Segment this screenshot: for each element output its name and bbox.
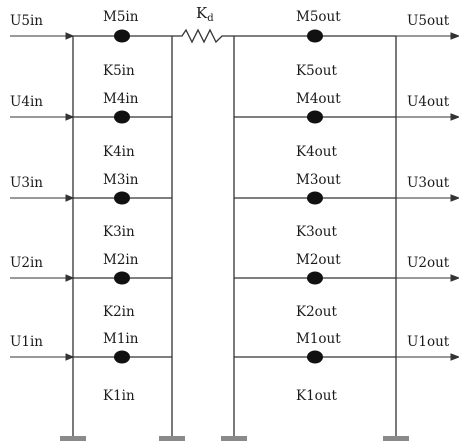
input-arrowhead-3 [65,194,75,202]
output-label-2: U2out [407,255,450,271]
mass-dot-left-2 [114,271,130,285]
output-arrowhead-2 [450,274,459,282]
mass-dot-right-5 [307,29,323,43]
stiffness-label-left-2: K2in [103,304,135,320]
mass-dot-right-4 [307,110,323,124]
input-arrowhead-5 [65,32,75,40]
mass-dot-right-1 [307,350,323,364]
ground-support-left-outer [60,436,86,441]
ground-support-left-inner [159,436,185,441]
mass-label-left-5: M5in [103,9,139,25]
stiffness-label-right-2: K2out [296,304,337,320]
damper-label: Kd [196,6,214,24]
input-label-2: U2in [10,255,43,271]
mass-dot-left-4 [114,110,130,124]
mass-dot-right-3 [307,191,323,205]
mass-dot-left-3 [114,191,130,205]
mass-dot-right-2 [307,271,323,285]
input-arrowhead-4 [65,113,75,121]
mass-label-right-2: M2out [296,252,341,268]
stiffness-label-right-5: K5out [296,63,337,79]
ground-support-right-outer [383,436,409,441]
input-arrowhead-2 [65,274,75,282]
ground-support-right-inner [221,436,247,441]
stiffness-label-left-1: K1in [103,388,135,404]
input-label-1: U1in [10,334,43,350]
input-label-4: U4in [10,94,43,110]
mass-dot-left-5 [114,29,130,43]
mass-label-right-5: M5out [296,9,341,25]
stiffness-label-left-3: K3in [103,224,135,240]
stiffness-label-right-3: K3out [296,224,337,240]
mass-label-left-4: M4in [103,91,139,107]
stiffness-label-right-4: K4out [296,144,337,160]
output-label-4: U4out [407,94,450,110]
mass-label-right-3: M3out [296,172,341,188]
output-arrowhead-3 [450,194,459,202]
output-arrowhead-4 [450,113,459,121]
stiffness-label-left-4: K4in [103,144,135,160]
mass-label-left-1: M1in [103,331,139,347]
input-label-3: U3in [10,175,43,191]
mass-label-left-2: M2in [103,252,139,268]
mass-label-left-3: M3in [103,172,139,188]
mass-label-right-4: M4out [296,91,341,107]
damper-label-subscript: d [207,13,214,24]
mass-label-right-1: M1out [296,331,341,347]
stiffness-label-left-5: K5in [103,63,135,79]
mass-dot-left-1 [114,350,130,364]
output-arrowhead-1 [450,353,459,361]
output-label-1: U1out [407,334,450,350]
stiffness-label-right-1: K1out [296,388,337,404]
damper-label-main: K [196,4,208,22]
damper-spring [172,28,234,44]
output-label-3: U3out [407,175,450,191]
output-arrowhead-5 [450,32,459,40]
input-label-5: U5in [10,13,43,29]
input-arrowhead-1 [65,353,75,361]
output-label-5: U5out [407,13,450,29]
